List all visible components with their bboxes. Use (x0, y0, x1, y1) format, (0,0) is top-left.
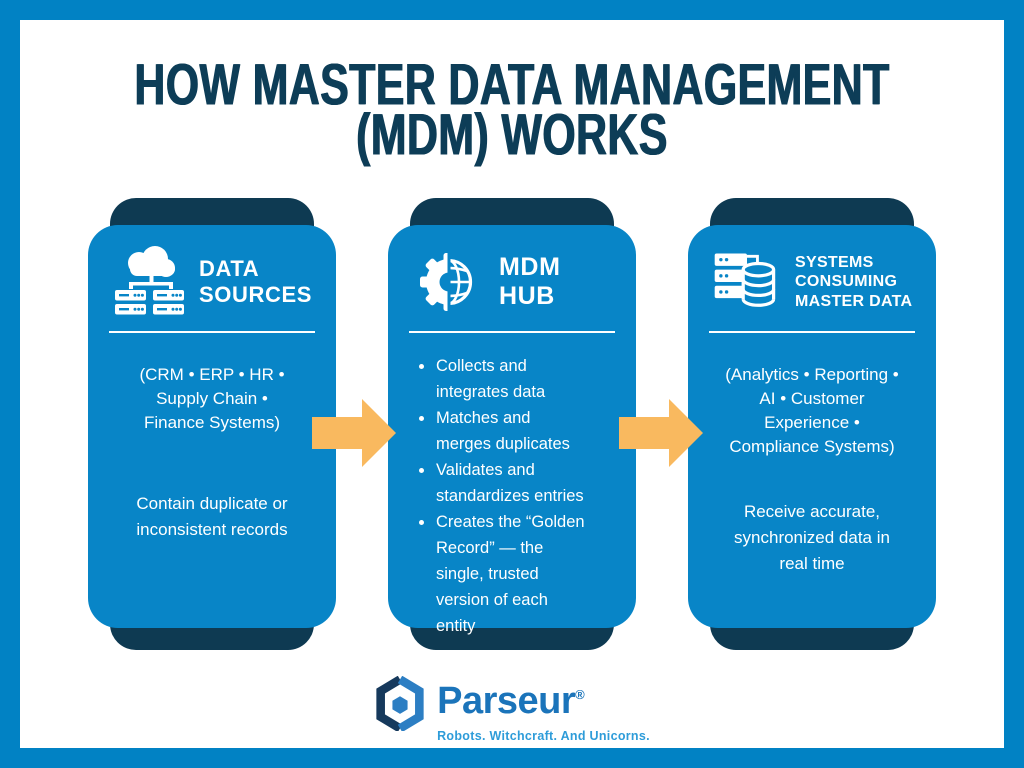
card-heading: MDM HUB (499, 253, 561, 310)
card-subtitle: (Analytics • Reporting • AI • Customer E… (725, 365, 899, 456)
bullet-item: Validates and standardizes entries (435, 457, 589, 509)
card-heading: DATA SOURCES (199, 256, 312, 307)
divider (109, 331, 315, 333)
title-line-2: (MDM) WORKS (356, 101, 668, 168)
card-mdm-hub: MDM HUB Collects and integrates data Mat… (388, 198, 636, 650)
card-body: MDM HUB Collects and integrates data Mat… (388, 225, 636, 635)
bullet-item: Creates the “Golden Record” — the single… (435, 509, 589, 639)
card-header: DATA SOURCES (109, 239, 315, 325)
card-data-sources: DATA SOURCES (CRM • ERP • HR • Supply Ch… (88, 198, 336, 650)
card-body: DATA SOURCES (CRM • ERP • HR • Supply Ch… (88, 225, 336, 628)
flow-arrow-right (312, 399, 396, 467)
card-description: Contain duplicate or inconsistent record… (136, 494, 288, 539)
card-header: MDM HUB (409, 239, 615, 325)
brand-name: Parseur (437, 680, 576, 722)
card-heading: SYSTEMS CONSUMING MASTER DATA (795, 253, 913, 310)
flow-arrow-right (619, 399, 703, 467)
cloud-servers-icon (109, 242, 189, 322)
card-subtitle: (CRM • ERP • HR • Supply Chain • Finance… (139, 365, 285, 432)
title-line-1: HOW MASTER DATA MANAGEMENT (134, 51, 890, 118)
servers-database-icon (709, 242, 785, 322)
registered-trademark-mark: ® (575, 687, 585, 702)
card-bullet-list: Collects and integrates data Matches and… (413, 353, 589, 639)
gear-globe-icon (409, 242, 489, 322)
card-systems-consuming: SYSTEMS CONSUMING MASTER DATA (Analytics… (688, 198, 936, 650)
card-description: Receive accurate, synchronized data in r… (734, 502, 890, 573)
parseur-cube-icon (374, 676, 426, 731)
brand-footer: Parseur® Robots. Witchcraft. And Unicorn… (20, 676, 1004, 743)
divider (409, 331, 615, 333)
bullet-item: Collects and integrates data (435, 353, 589, 405)
page-title: HOW MASTER DATA MANAGEMENT (MDM) WORKS (128, 51, 896, 168)
card-header: SYSTEMS CONSUMING MASTER DATA (709, 239, 915, 325)
divider (709, 331, 915, 333)
brand-tagline: Robots. Witchcraft. And Unicorns. (437, 729, 650, 743)
bullet-item: Matches and merges duplicates (435, 405, 589, 457)
card-body: SYSTEMS CONSUMING MASTER DATA (Analytics… (688, 225, 936, 628)
brand-text: Parseur® Robots. Witchcraft. And Unicorn… (437, 676, 650, 743)
